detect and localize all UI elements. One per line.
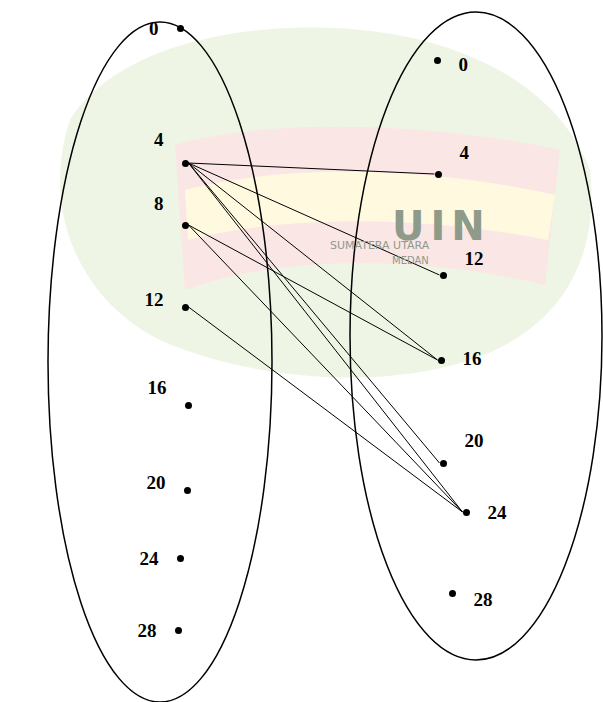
set-element: 20 [440, 431, 484, 496]
element-value: 16 [148, 378, 167, 397]
set-element: 8 [154, 194, 189, 257]
element-value: 20 [147, 473, 166, 492]
element-dot [434, 57, 441, 64]
element-dot [182, 304, 189, 311]
element-value: 12 [465, 249, 484, 268]
element-dot [449, 590, 456, 597]
element-value: 0 [149, 19, 159, 38]
element-dot [435, 171, 442, 178]
set-element: 16 [148, 378, 192, 433]
element-dot [185, 402, 192, 409]
element-dot [175, 627, 182, 634]
set-element: 28 [138, 621, 182, 640]
logo-ground [60, 28, 591, 378]
element-dot [463, 509, 470, 516]
element-value: 24 [488, 503, 507, 522]
element-dot [182, 222, 189, 229]
element-dot [182, 160, 189, 167]
element-dot [184, 487, 191, 494]
relation-line [189, 163, 438, 360]
set-element: 24 [140, 549, 184, 568]
relation-line [189, 163, 435, 174]
element-value: 20 [465, 431, 484, 450]
element-dot [438, 357, 445, 364]
element-dot [177, 25, 184, 32]
element-dot [440, 272, 447, 279]
watermark-logo [60, 28, 591, 378]
element-dot [177, 555, 184, 562]
set-element: 4 [435, 143, 470, 206]
element-dot [440, 460, 447, 467]
set-element: 24 [463, 503, 507, 522]
relation-line [189, 225, 463, 512]
set-element: 12 [145, 290, 189, 325]
element-value: 24 [140, 549, 159, 568]
logo-banner [175, 127, 560, 290]
element-value: 16 [463, 349, 482, 368]
domain-set [48, 22, 272, 702]
element-value: 0 [459, 55, 469, 74]
element-value: 28 [474, 590, 493, 609]
element-value: 28 [138, 621, 157, 640]
relation-line [189, 225, 438, 360]
element-value: 8 [154, 194, 164, 213]
set-element: 12 [440, 249, 484, 302]
set-element: 4 [154, 130, 189, 197]
set-element: 16 [438, 349, 482, 372]
set-element: 28 [449, 578, 493, 609]
element-value: 4 [154, 130, 164, 149]
set-element: 20 [147, 473, 191, 508]
element-value: 4 [460, 143, 470, 162]
set-element: 0 [149, 19, 184, 38]
codomain-set [350, 12, 602, 660]
watermark-text: SUMATERA UTARA [330, 240, 429, 251]
element-value: 12 [145, 290, 164, 309]
watermark-text: MEDAN [392, 256, 429, 266]
set-element: 0 [434, 47, 469, 74]
relation-line [189, 307, 463, 512]
